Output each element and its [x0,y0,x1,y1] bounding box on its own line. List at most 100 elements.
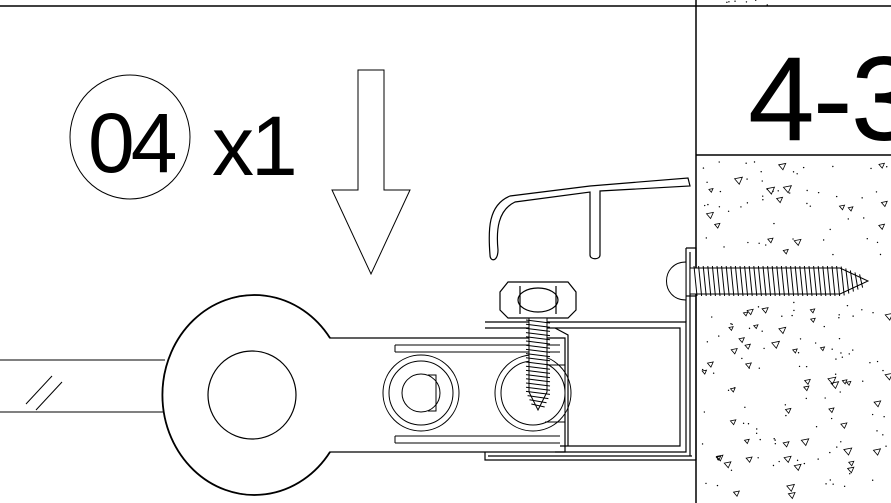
concrete-aggregate [767,237,774,244]
concrete-aggregate [782,441,790,448]
concrete-aggregate [846,466,855,474]
concrete-speck [792,238,794,240]
concrete-speck [746,178,748,180]
concrete-aggregate [732,490,740,497]
concrete-speck [886,166,888,168]
quantity-label: x1 [212,99,295,193]
concrete-speck [705,482,707,485]
concrete-speck [792,171,795,173]
concrete-speck [731,323,733,326]
part-number: 04 [88,96,176,190]
concrete-speck [832,483,834,485]
concrete-aggregate [878,162,886,169]
concrete-aggregate [786,483,796,492]
concrete-speck [718,161,720,163]
concrete-aggregate [761,307,769,314]
concrete-aggregate [729,387,736,393]
part-number-badge: 04 [69,74,191,200]
concrete-aggregate [847,206,854,212]
concrete-speck [740,206,742,208]
concrete-speck [784,404,787,406]
concrete-speck [824,397,826,399]
concrete-aggregate [752,324,759,330]
concrete-speck [829,479,831,481]
concrete-speck [872,312,874,314]
concrete-speck [838,337,841,340]
concrete-speck [727,210,730,212]
concrete-aggregate [775,196,784,204]
concrete-aggregate [878,223,886,231]
concrete-speck [852,315,854,317]
concrete-aggregate [706,361,714,368]
concrete-speck [706,341,709,343]
concrete-speck [777,190,779,192]
concrete-aggregate [738,337,745,344]
concrete-aggregate [872,448,882,456]
concrete-speck [706,181,708,183]
concrete-speck [876,241,879,244]
concrete-speck [772,190,774,192]
concrete-speck [803,462,806,465]
concrete-speck [817,458,819,460]
concrete-speck [726,1,728,4]
concrete-speck [742,422,745,425]
concrete-speck [778,460,780,463]
concrete-speck [861,309,863,311]
concrete-speck [772,464,775,467]
concrete-speck [761,330,763,332]
concrete-speck [817,191,820,194]
concrete-speck [861,197,863,199]
concrete-speck [758,367,761,369]
concrete-speck [763,347,765,350]
concrete-aggregate [840,422,848,430]
concrete-aggregate [746,308,754,316]
concrete-speck [704,204,706,207]
concrete-speck [717,458,719,461]
concrete-speck [703,411,706,413]
bolt-left [382,354,460,432]
concrete-aggregate [843,447,853,456]
concrete-aggregate [744,362,752,369]
concrete-speck [793,309,795,312]
concrete-speck [773,438,775,440]
concrete-speck [836,446,838,448]
concrete-aggregate [733,176,744,185]
concrete-speck [871,413,874,416]
concrete-speck [719,190,722,193]
concrete-speck [730,469,733,471]
anchor-screw-head [666,261,687,301]
concrete-aggregate [809,308,816,314]
concrete-speck [757,457,759,459]
concrete-speck [849,473,851,475]
concrete-speck [789,192,791,194]
concrete-aggregate [884,373,891,381]
concrete-speck [718,335,720,337]
concrete-aggregate [782,185,793,194]
concrete-speck [796,459,799,462]
concrete-speck [773,222,775,225]
concrete-speck [747,241,749,244]
concrete-speck [831,348,833,350]
concrete-speck [838,314,840,316]
concrete-speck [748,367,750,369]
concrete-speck [885,445,887,447]
concrete-speck [728,1,730,3]
concrete-speck [716,484,719,487]
concrete-speck [825,483,827,485]
concrete-speck [753,161,756,163]
nut-block [499,281,577,319]
concrete-aggregate [809,317,816,324]
concrete-speck [727,389,730,392]
concrete-aggregate [793,238,802,247]
concrete-aggregate [827,376,837,385]
concrete-speck [876,430,878,432]
concrete-speck [846,304,849,307]
cap-profile [488,177,691,261]
concrete-speck [815,426,818,428]
concrete-speck [748,327,751,330]
concrete-speck [871,479,874,481]
concrete-speck [848,353,850,355]
wall-screw [689,265,870,297]
